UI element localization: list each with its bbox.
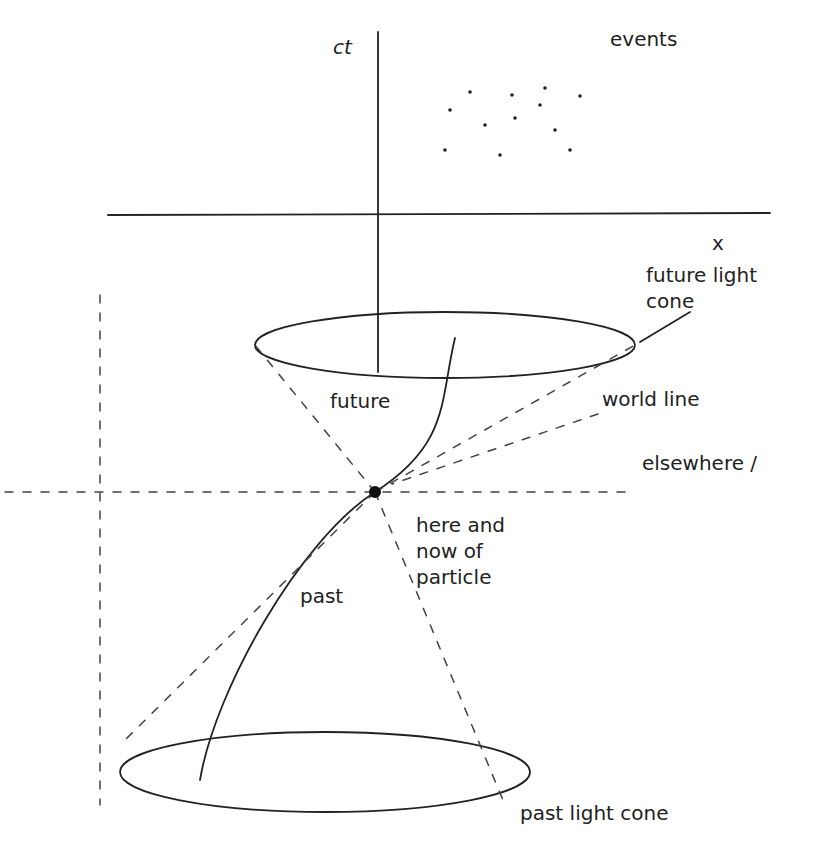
leader-line [392, 414, 598, 484]
cone-edge [120, 492, 375, 745]
events-label: events [610, 26, 677, 52]
here-now-event [369, 486, 381, 498]
region-label: elsewhere / [642, 450, 757, 476]
x-axis [108, 213, 770, 215]
event-label: here and now of particle [416, 512, 534, 590]
cone-edge [255, 345, 375, 492]
world-line-label: world line [602, 386, 700, 412]
leader-line [640, 312, 690, 342]
region-label: future [330, 388, 390, 414]
cone-edge [375, 492, 505, 805]
axis-label: ct [333, 34, 352, 60]
axis-label: x [712, 230, 724, 256]
event-dots [443, 86, 582, 157]
light-cone-label: past light cone [520, 800, 668, 826]
ct-axis [377, 32, 379, 372]
future-light-cone-ellipse [255, 312, 635, 378]
light-cone-label: future light cone [646, 262, 758, 314]
region-label: past [300, 583, 343, 609]
cone-edge [375, 345, 635, 492]
past-light-cone-ellipse [120, 732, 530, 812]
time-axis-dashed [99, 295, 101, 805]
